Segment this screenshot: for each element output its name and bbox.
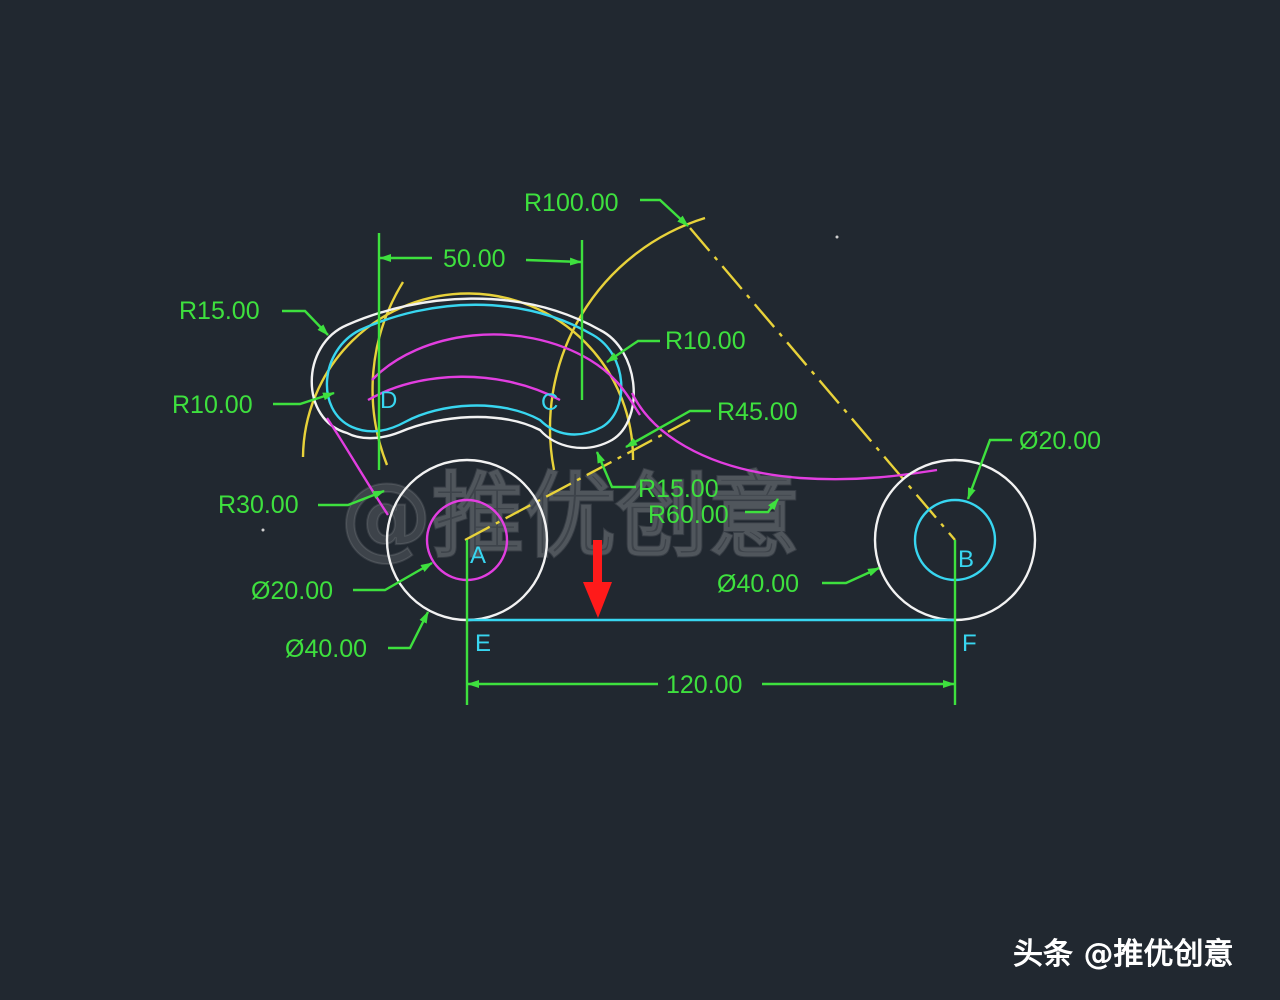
stray-dot-2 bbox=[261, 528, 265, 532]
slot-inner-path bbox=[367, 375, 561, 402]
radius-line-r100 bbox=[689, 227, 956, 541]
dim-text-dia20-left: Ø20.00 bbox=[251, 577, 333, 605]
dim-text-120: 120.00 bbox=[666, 671, 742, 699]
slot-outer-outline bbox=[310, 297, 635, 450]
construction-lines bbox=[301, 216, 956, 542]
dim-text-r60: R60.00 bbox=[648, 501, 729, 529]
leader-r60 bbox=[745, 498, 779, 514]
leader-r100 bbox=[640, 198, 689, 227]
leader-r15-top bbox=[282, 309, 329, 336]
slot-outline bbox=[310, 297, 641, 450]
point-label-e: E bbox=[475, 630, 491, 657]
dim-text-r10-left: R10.00 bbox=[172, 391, 253, 419]
credit-text: 头条 @推优创意 bbox=[1013, 937, 1233, 972]
dim-text-r15-top: R15.00 bbox=[179, 297, 260, 325]
dim-text-r30: R30.00 bbox=[218, 491, 299, 519]
point-label-d: D bbox=[380, 387, 397, 414]
point-label-f: F bbox=[962, 630, 977, 657]
leader-dia40-right bbox=[822, 566, 880, 585]
dim-50-right bbox=[525, 257, 582, 266]
point-label-c: C bbox=[541, 389, 558, 416]
leader-dia20-left bbox=[353, 561, 433, 592]
leader-r10-left bbox=[273, 391, 335, 406]
slot-centerline-path bbox=[371, 333, 641, 416]
dim-text-dia20-right: Ø20.00 bbox=[1019, 427, 1101, 455]
dim-text-dia40-right: Ø40.00 bbox=[717, 570, 799, 598]
leader-r30 bbox=[318, 489, 385, 507]
red-down-arrow-icon bbox=[583, 540, 612, 618]
leader-dia20-right bbox=[966, 438, 1012, 500]
arc-r30-left bbox=[326, 417, 390, 516]
leader-r10-right bbox=[606, 339, 660, 363]
dim-text-dia40-left: Ø40.00 bbox=[285, 635, 367, 663]
leader-dia40-left bbox=[388, 611, 430, 650]
dim-text-r45: R45.00 bbox=[717, 398, 798, 426]
slot-cyan-outline bbox=[325, 303, 623, 436]
dimension-lines bbox=[273, 198, 1012, 705]
point-label-a: A bbox=[470, 542, 486, 569]
dim-text-r10-right: R10.00 bbox=[665, 327, 746, 355]
center-line-ab bbox=[464, 418, 691, 542]
dim-text-50: 50.00 bbox=[443, 245, 506, 273]
stray-dot-1 bbox=[835, 235, 839, 239]
arc-r45 bbox=[630, 392, 938, 481]
point-label-b: B bbox=[958, 546, 974, 573]
watermark-text: @推优创意 bbox=[340, 463, 800, 570]
dim-text-r100: R100.00 bbox=[524, 189, 619, 217]
dim-text-r15-mid: R15.00 bbox=[638, 475, 719, 503]
leader-r15-mid bbox=[595, 451, 636, 489]
arc-r30-construction bbox=[301, 292, 635, 461]
leader-r45 bbox=[625, 409, 711, 449]
